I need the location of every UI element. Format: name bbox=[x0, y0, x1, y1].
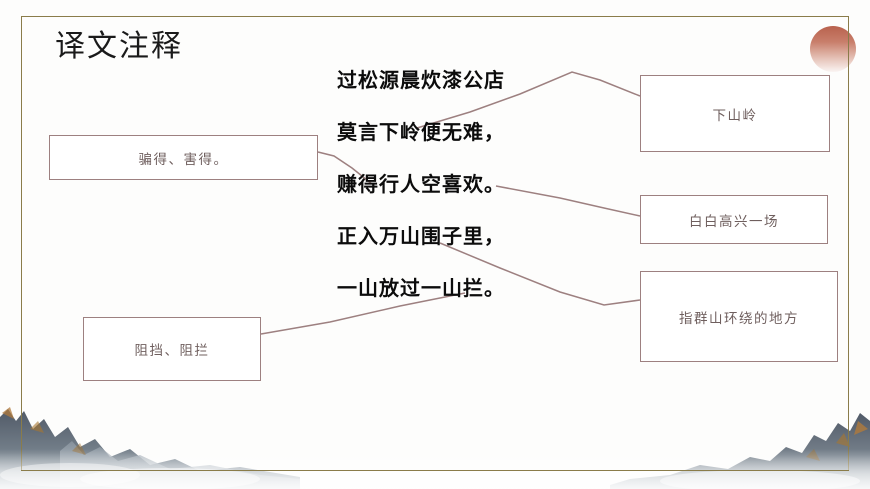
ink-mountain-right-icon bbox=[610, 413, 870, 489]
poem-line: 莫言下岭便无难， bbox=[337, 122, 505, 144]
note-box-xia-label: 下山岭 bbox=[712, 107, 758, 123]
sun-circle-icon bbox=[810, 26, 856, 72]
note-box-zu[interactable]: 阻挡、阻拦 bbox=[83, 317, 261, 381]
note-box-bai-label: 白白高兴一场 bbox=[689, 213, 779, 229]
note-box-pian[interactable]: 骗得、害得。 bbox=[49, 135, 318, 180]
note-box-xia[interactable]: 下山岭 bbox=[640, 75, 830, 152]
note-box-pian-label: 骗得、害得。 bbox=[138, 151, 229, 167]
poem-line: 正入万山围子里， bbox=[337, 226, 505, 248]
slide-frame-bottom-rule bbox=[21, 470, 849, 471]
poem-block: 过松源晨炊漆公店 莫言下岭便无难， 赚得行人空喜欢。 正入万山围子里， 一山放过… bbox=[337, 66, 505, 326]
poem-line: 过松源晨炊漆公店 bbox=[337, 70, 505, 92]
note-box-zu-label: 阻挡、阻拦 bbox=[134, 343, 210, 358]
note-box-bai[interactable]: 白白高兴一场 bbox=[640, 195, 828, 244]
page-title: 译文注释 bbox=[55, 30, 183, 63]
note-box-zhi[interactable]: 指群山环绕的地方 bbox=[640, 271, 838, 362]
poem-line: 赚得行人空喜欢。 bbox=[337, 174, 505, 196]
connector-xihuan-to-box bbox=[495, 185, 641, 217]
poem-line: 一山放过一山拦。 bbox=[337, 278, 505, 300]
note-box-zhi-label: 指群山环绕的地方 bbox=[679, 310, 799, 326]
ink-mountain-left-icon bbox=[0, 407, 300, 489]
